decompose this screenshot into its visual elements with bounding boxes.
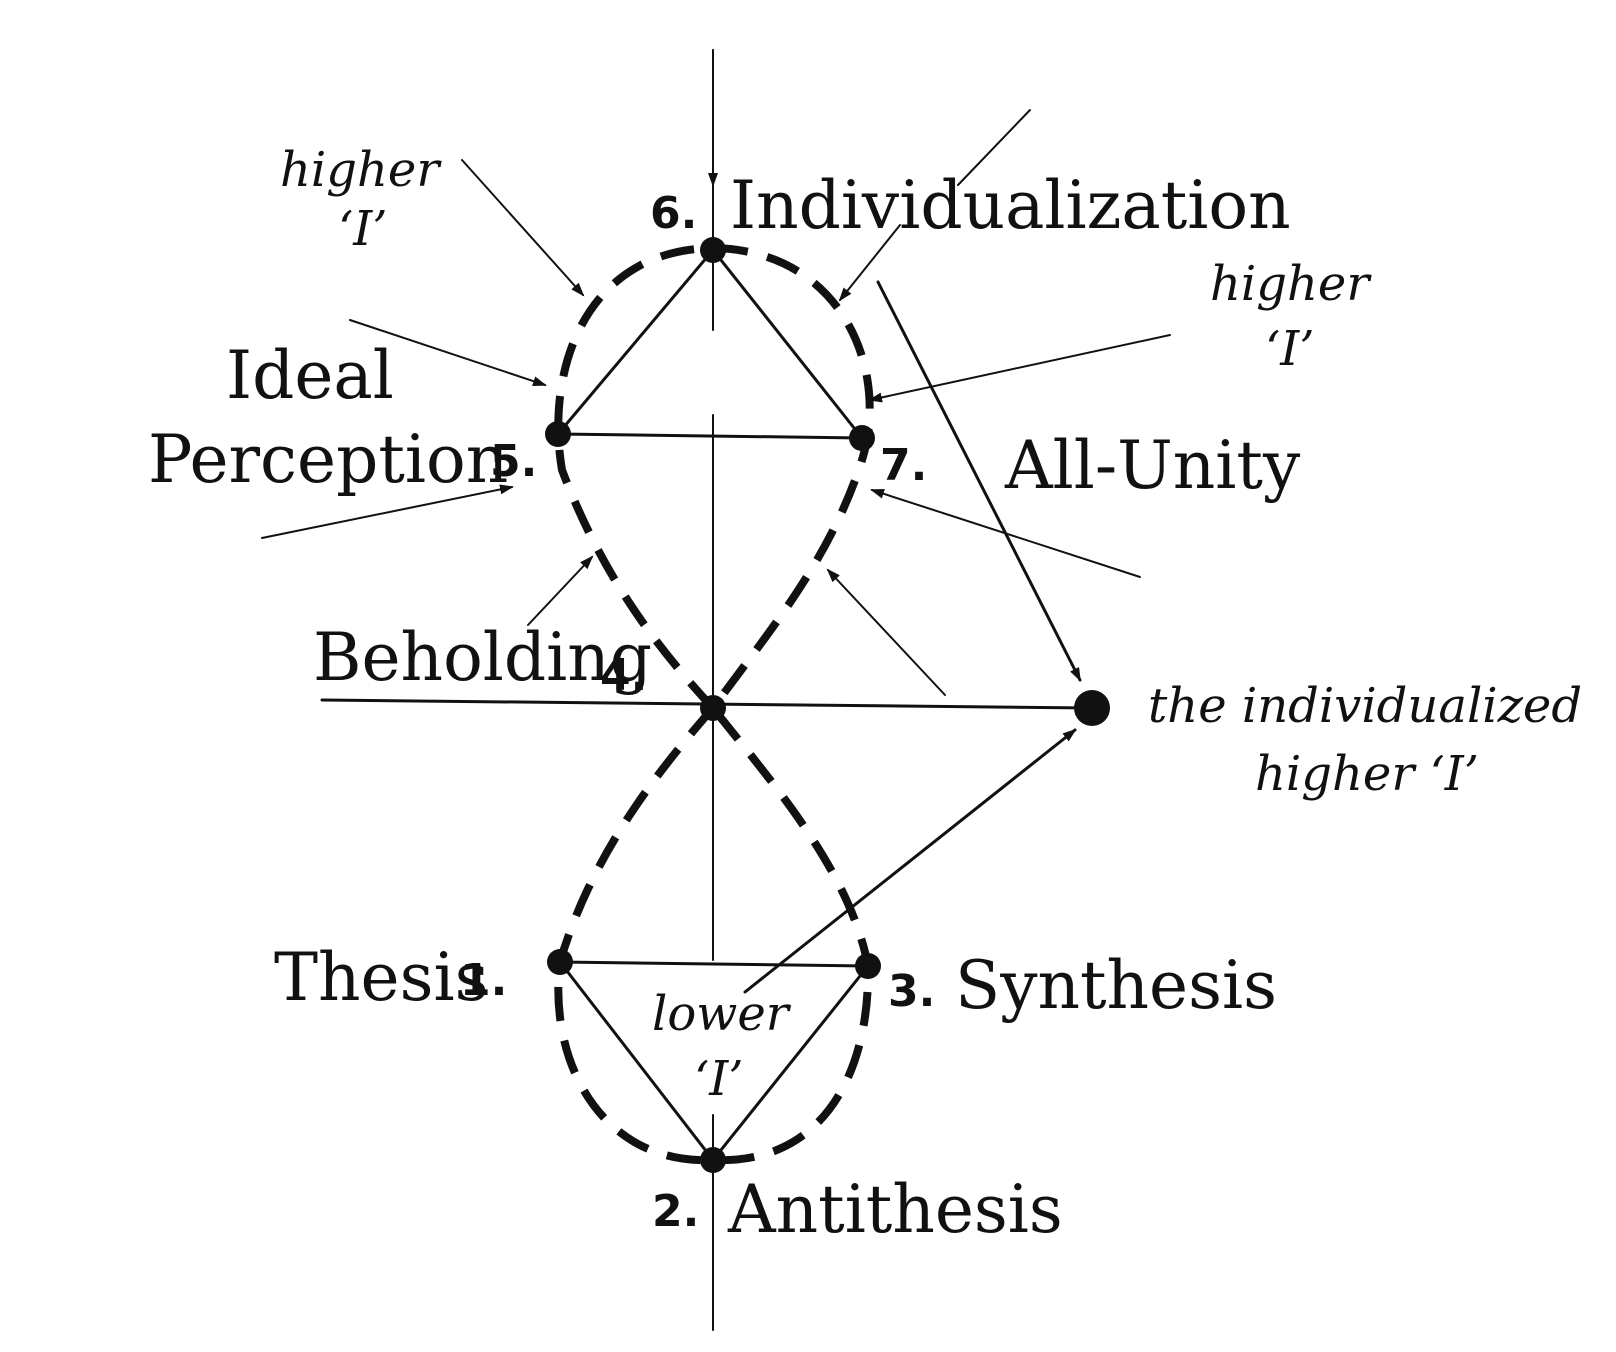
arrow-all-unity-lower (870, 488, 1141, 578)
node-2-label: Antithesis (727, 1171, 1063, 1248)
individualized-line1: the individualized (1148, 678, 1582, 734)
node-4-label: Beholding (313, 619, 652, 696)
lower-i-line2: ‘I’ (694, 1051, 743, 1107)
node-7-dot (849, 425, 875, 451)
node-6-label: Individualization (730, 167, 1291, 244)
node-3-dot (855, 953, 881, 979)
line-6-7 (711, 248, 864, 440)
arrow-all-unity-to-individualized (876, 280, 1082, 682)
node-3-number: 3. (888, 966, 935, 1017)
arrow-higher-left (461, 159, 585, 297)
line-5-7 (556, 432, 864, 440)
node-5-number: 5. (490, 436, 537, 487)
node-4-dot (700, 695, 726, 721)
higher-left-line2: ‘I’ (338, 201, 387, 257)
node-1-number: 1. (460, 955, 507, 1006)
line-1-3 (558, 960, 870, 968)
arrow-lower-to-individualized (743, 728, 1077, 994)
line-1-2 (558, 960, 715, 1162)
node-5-label-line1: Ideal (226, 337, 394, 414)
node-3-label: Synthesis (955, 947, 1277, 1024)
higher-right-line1: higher (1210, 256, 1372, 312)
arrow-from-beholding-line (826, 568, 946, 696)
node-7-number: 7. (880, 440, 927, 491)
arrow-individualization (838, 224, 901, 302)
arrow-ideal-perception-upper (349, 319, 547, 386)
higher-right-line2: ‘I’ (1265, 321, 1314, 377)
node-1-label: Thesis (274, 939, 488, 1016)
arrow-ideal-perception-lower (261, 484, 514, 539)
individualized-higher-i-dot (1074, 690, 1110, 726)
node-6-number: 6. (650, 188, 697, 239)
line-2-3 (711, 964, 870, 1162)
node-4-number: 4. (600, 650, 647, 701)
node-6-dot (700, 237, 726, 263)
arrow-beholding (527, 555, 594, 626)
node-5-label-line2: Perception (148, 421, 508, 498)
node-1-dot (547, 949, 573, 975)
upper-loop-dashed-curve (554, 243, 874, 711)
arrow-higher-right (868, 334, 1171, 403)
tick-individualization (957, 109, 1031, 186)
node-2-dot (700, 1147, 726, 1173)
node-7-label: All-Unity (1004, 427, 1301, 504)
lower-i-line1: lower (652, 986, 792, 1042)
higher-left-line1: higher (280, 142, 442, 198)
line-5-6 (556, 248, 715, 436)
individualized-line2: higher ‘I’ (1255, 746, 1479, 802)
node-2-number: 2. (652, 1186, 699, 1237)
node-5-dot (545, 421, 571, 447)
